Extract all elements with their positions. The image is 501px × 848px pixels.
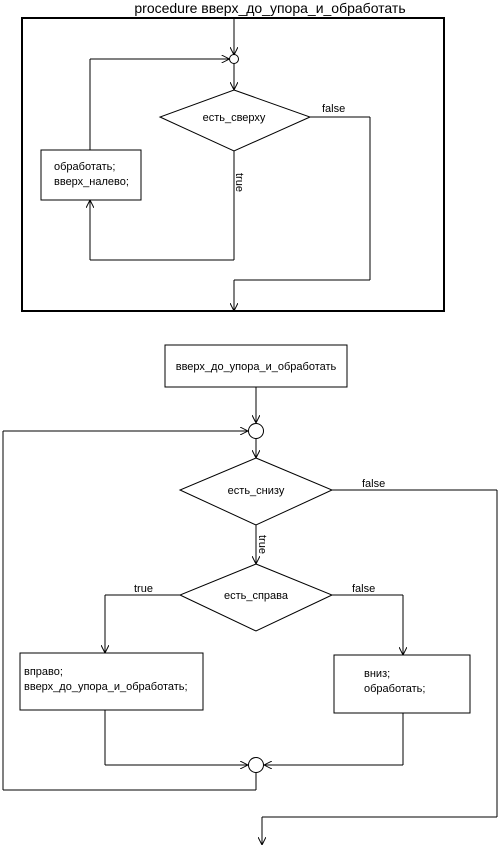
top-merge-connector <box>229 54 239 64</box>
inner-true-label: true <box>134 583 153 595</box>
start-call-label: вверх_до_упора_и_обработать <box>176 361 337 373</box>
start-call-box <box>164 344 348 388</box>
action-line-1: обработать; <box>54 161 115 173</box>
outer-condition-label: есть_снизу <box>228 485 285 497</box>
procedure-title: procedure вверх_до_упора_и_обработать <box>134 0 405 16</box>
bottom-main-diagram: вверх_до_упора_и_обработать есть_снизу f… <box>2 344 498 845</box>
condition-label: есть_сверху <box>203 112 266 124</box>
left-action-line-1: вправо; <box>24 666 63 678</box>
inner-condition-diamond <box>178 563 334 632</box>
action-box <box>40 149 142 201</box>
left-action-line-2: вверх_до_упора_и_обработать; <box>24 681 188 693</box>
inner-condition-label: есть_справа <box>224 590 289 602</box>
right-action-box <box>333 654 471 714</box>
left-action-box <box>19 652 204 711</box>
right-action-line-1: вниз; <box>364 668 390 680</box>
right-action-line-2: обработать; <box>364 683 425 695</box>
inner-false-label: false <box>352 583 375 595</box>
false-label: false <box>322 103 345 115</box>
outer-true-label: true <box>256 535 268 554</box>
branch-merge-connector <box>248 757 264 773</box>
top-procedure-diagram: procedure вверх_до_упора_и_обработать ес… <box>21 0 445 312</box>
procedure-frame <box>21 17 445 312</box>
true-label: true <box>233 173 245 192</box>
action-line-2: вверх_налево; <box>54 176 129 188</box>
outer-false-label: false <box>362 478 385 490</box>
loop-merge-connector <box>248 423 264 439</box>
